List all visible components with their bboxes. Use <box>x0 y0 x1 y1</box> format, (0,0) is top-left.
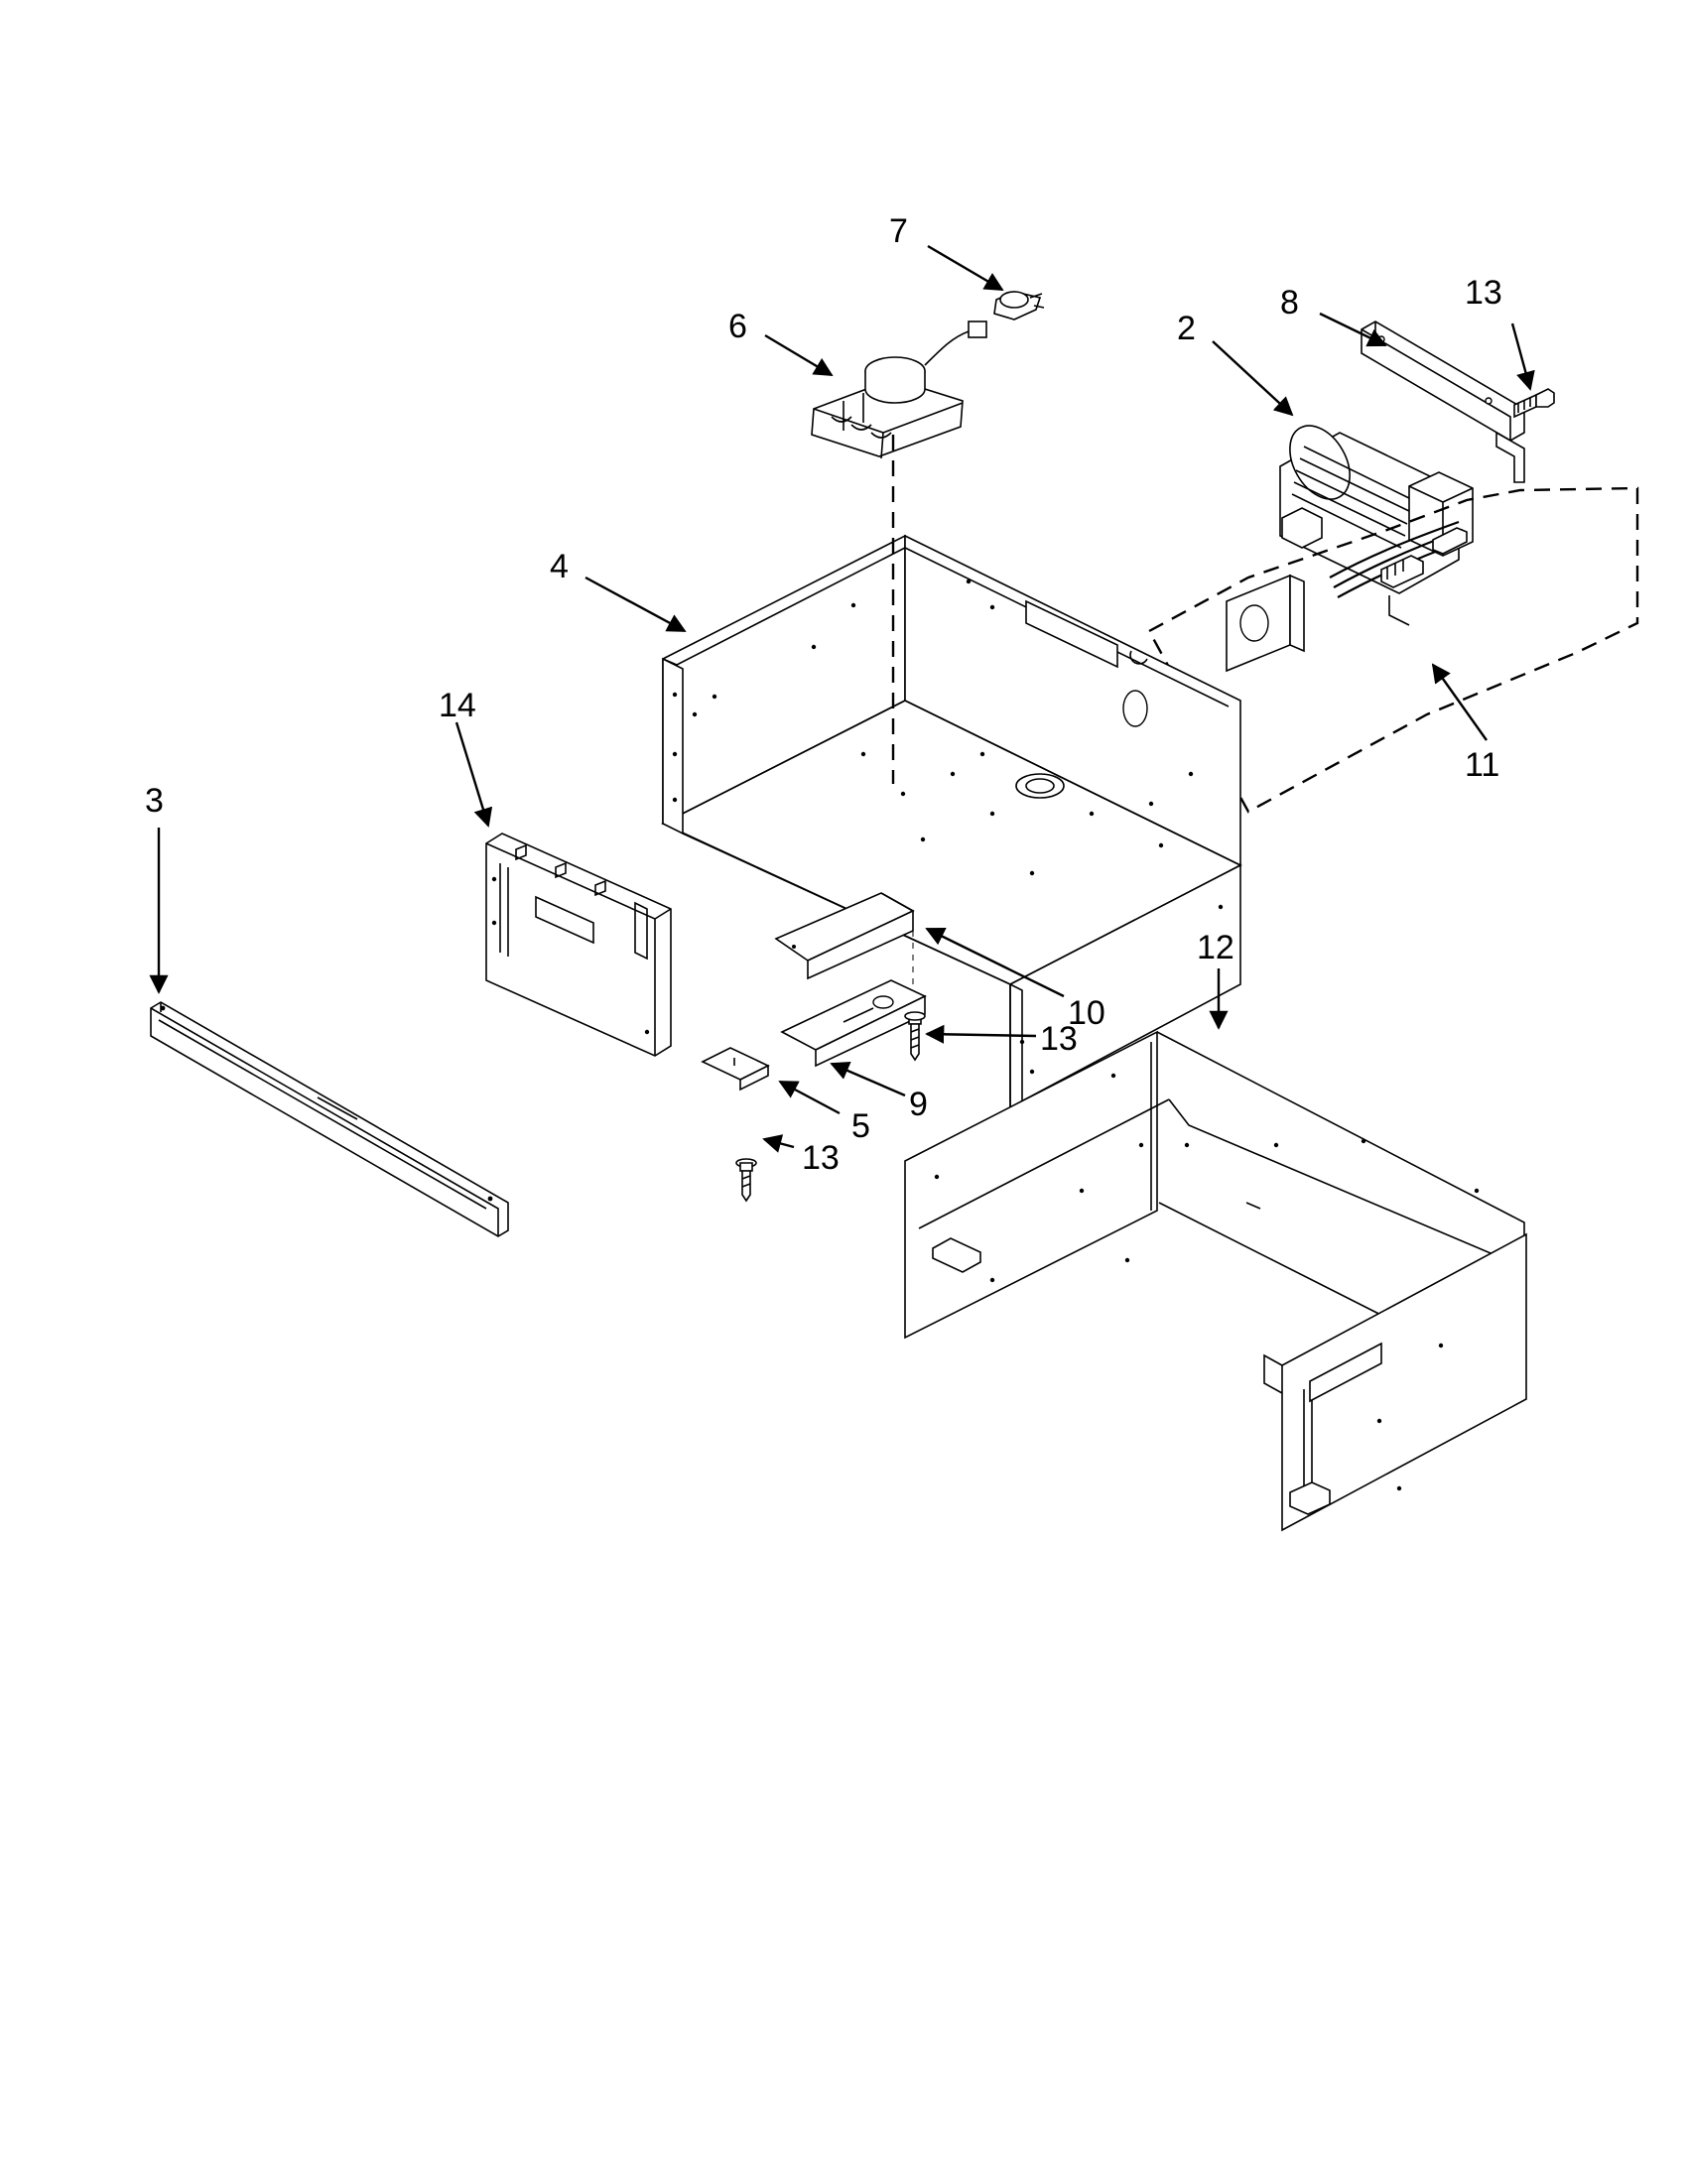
deflector-part-10 <box>774 892 915 980</box>
trim-strip-part-3 <box>150 1001 509 1237</box>
callout-part-5: 5 <box>851 1107 870 1145</box>
deflector-part-9 <box>780 979 927 1068</box>
callout-part-2: 2 <box>1177 310 1196 347</box>
thermal-switch-part-7 <box>993 291 1045 321</box>
callout-part-12: 12 <box>1197 929 1234 966</box>
callout-part-7: 7 <box>889 212 908 250</box>
screw-part-13-top <box>1513 388 1555 419</box>
wire-harness-kit-part-11 <box>1147 486 1639 814</box>
callout-part-3: 3 <box>145 782 164 820</box>
callout-part-13-mid: 13 <box>1040 1020 1078 1058</box>
callout-part-8: 8 <box>1280 284 1299 321</box>
clip-part-5 <box>701 1047 770 1092</box>
callout-part-11: 11 <box>1465 746 1499 784</box>
control-board-part-14 <box>485 833 672 1057</box>
callout-part-6: 6 <box>728 308 747 345</box>
callout-part-13-low: 13 <box>802 1139 840 1177</box>
screw-part-13-low <box>735 1158 757 1203</box>
callout-part-9: 9 <box>909 1086 928 1123</box>
callout-part-13-top: 13 <box>1465 274 1502 312</box>
callout-part-4: 4 <box>550 548 569 585</box>
valve-assembly-part-6 <box>811 321 987 459</box>
leader-arrows <box>149 244 1535 1153</box>
callout-part-10: 10 <box>1068 994 1105 1032</box>
screw-part-13-mid <box>904 1011 926 1062</box>
callout-part-14: 14 <box>439 687 476 724</box>
blower-fan-part-2 <box>1279 425 1474 626</box>
outer-frame-part-12 <box>904 1030 1527 1532</box>
oven-box-part-4 <box>661 534 1242 1109</box>
